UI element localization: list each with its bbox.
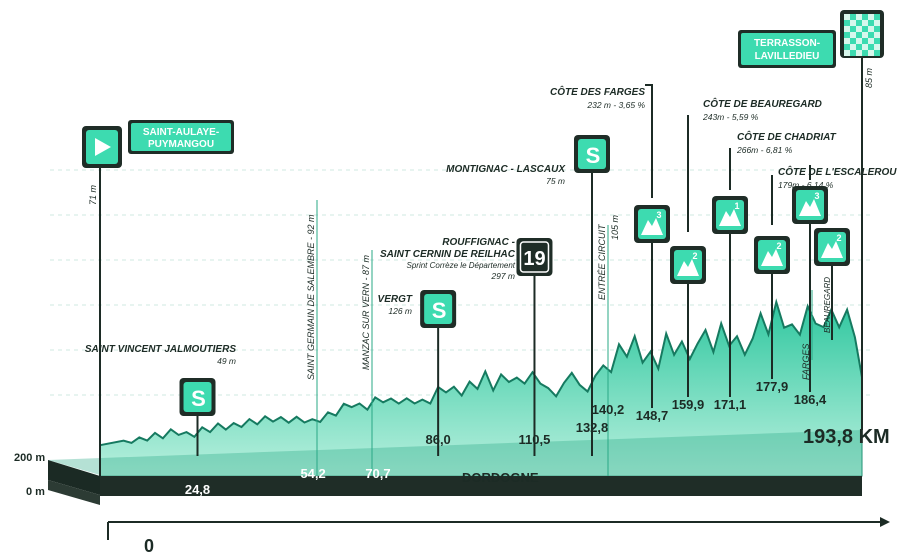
climb-detail: 232 m - 3,65 % [586, 100, 645, 110]
axis-y-0: 0 m [26, 486, 45, 498]
climb-detail: 266m - 6,81 % [736, 145, 793, 155]
km-label: 70,7 [365, 466, 390, 481]
base-band-dark [48, 460, 100, 495]
finish-name-line2: LAVILLEDIEU [755, 51, 820, 62]
climb-name: CÔTE DE BEAUREGARD [703, 97, 822, 110]
mountain-icon [641, 218, 663, 235]
sprint-icon-glyph: S [432, 298, 447, 323]
km-label: 54,2 [300, 466, 325, 481]
marker-alt: 49 m [217, 356, 236, 366]
sprint-icon [424, 294, 453, 324]
sprint-icon [183, 382, 212, 412]
region-label: DORDOGNE [462, 470, 539, 485]
marker-climb: 3 CÔTE DE L'ESCALEROU 179m - 6,14 % 186,4 [778, 165, 897, 407]
km-label: 159,9 [672, 397, 705, 412]
marker-climb: 2 CÔTE DE BEAUREGARD 243m - 5,59 % 159,9 [670, 97, 822, 412]
km-label: 186,4 [794, 392, 827, 407]
marker-name: SAINT VINCENT JALMOUTIERS [85, 344, 236, 355]
bonus-icon [519, 241, 550, 273]
climb-category: 2 [836, 233, 841, 243]
checkered-flag-icon [844, 14, 880, 56]
mountain-icon [799, 199, 821, 216]
base-band [48, 430, 862, 475]
passage-alt: 105 m [610, 214, 620, 240]
climb-category: 3 [656, 210, 661, 220]
marker-name: VERGT [378, 294, 413, 305]
passage-label: ENTRÉE CIRCUIT [597, 223, 607, 300]
climb-detail: 243m - 5,59 % [702, 112, 759, 122]
climb-category: 2 [776, 241, 781, 251]
start-alt: 71 m [88, 184, 98, 205]
sprint-icon-glyph: S [191, 386, 206, 411]
profile-ridge [99, 298, 863, 447]
climb-category: 2 [692, 251, 697, 261]
marker-alt: 126 m [388, 306, 412, 316]
km-label: 140,2 [592, 402, 625, 417]
km-label: 110,5 [519, 432, 551, 447]
climb-leader [645, 84, 653, 198]
km-label: 24,8 [185, 482, 210, 497]
start-name-line1: SAINT-AULAYE- [143, 127, 219, 138]
climb-category: 1 [734, 201, 739, 211]
marker-climb: 1 CÔTE DE CHADRIAT 266m - 6,81 % 171,1 [712, 130, 837, 412]
marker-passage: FARGES [801, 290, 813, 380]
marker-name-2: SAINT CERNIN DE REILHAC [380, 249, 516, 260]
marker-climb: 3 CÔTE DES FARGES 232 m - 3,65 % 148,7 [550, 84, 670, 423]
axis-x-end: 193,8 KM [803, 426, 890, 448]
finish-name-line1: TERRASSON- [754, 38, 820, 49]
sprint-icon-glyph: S [586, 143, 601, 168]
marker-alt: 75 m [546, 176, 565, 186]
marker-bonus: 19 ROUFFIGNAC -SAINT CERNIN DE REILHACSpr… [380, 237, 553, 456]
finish-alt: 85 m [864, 67, 874, 88]
km-label: 177,9 [756, 379, 789, 394]
marker-alt: 297 m [490, 271, 515, 281]
km-label: 132,8 [576, 420, 609, 435]
mountain-icon [761, 249, 783, 266]
climb-category: 3 [814, 191, 819, 201]
axis-y-200: 200 m [14, 452, 45, 464]
marker-passage: SAINT GERMAIN DE SALEMBRE - 92 m 54,2 [300, 200, 326, 481]
mountain-icon [821, 241, 843, 258]
km-label: 171,1 [714, 397, 747, 412]
mountain-icon [677, 259, 699, 276]
start-name-line2: PUYMANGOU [148, 139, 214, 150]
play-icon [95, 138, 111, 156]
sprint-icon [578, 139, 606, 169]
climb-name: CÔTE DE CHADRIAT [737, 130, 837, 143]
marker-subtitle: Sprint Corrèze le Département [407, 261, 516, 270]
passage-label: MANZAC SUR VERN - 87 m [361, 254, 371, 370]
climb-name: CÔTE DES FARGES [550, 85, 645, 98]
start-sign: SAINT-AULAYE- PUYMANGOU 71 m [82, 120, 234, 476]
x-axis-arrow [880, 517, 890, 527]
km-label: 86,0 [425, 432, 450, 447]
marker-name: MONTIGNAC - LASCAUX [446, 164, 566, 175]
climb-name: CÔTE DE L'ESCALEROU [778, 165, 897, 178]
marker-climb: 2 177,9 [754, 175, 790, 394]
axis-x-start: 0 [144, 536, 154, 556]
mountain-icon [719, 209, 741, 226]
passage-label: FARGES [801, 344, 811, 380]
base-strip [100, 476, 862, 496]
km-label: 148,7 [636, 408, 669, 423]
finish-sign: TERRASSON- LAVILLEDIEU 85 m [738, 10, 884, 430]
base-edge [48, 480, 100, 505]
marker-name: ROUFFIGNAC - [442, 237, 515, 248]
bonus-badge: 19 [523, 248, 545, 270]
passage-label: SAINT GERMAIN DE SALEMBRE - 92 m [306, 214, 316, 380]
climb-name-vertical: BEAUREGARD [823, 277, 832, 333]
climb-detail: 179m - 6,14 % [778, 180, 834, 190]
marker-passage: MANZAC SUR VERN - 87 m 70,7 [361, 250, 391, 481]
